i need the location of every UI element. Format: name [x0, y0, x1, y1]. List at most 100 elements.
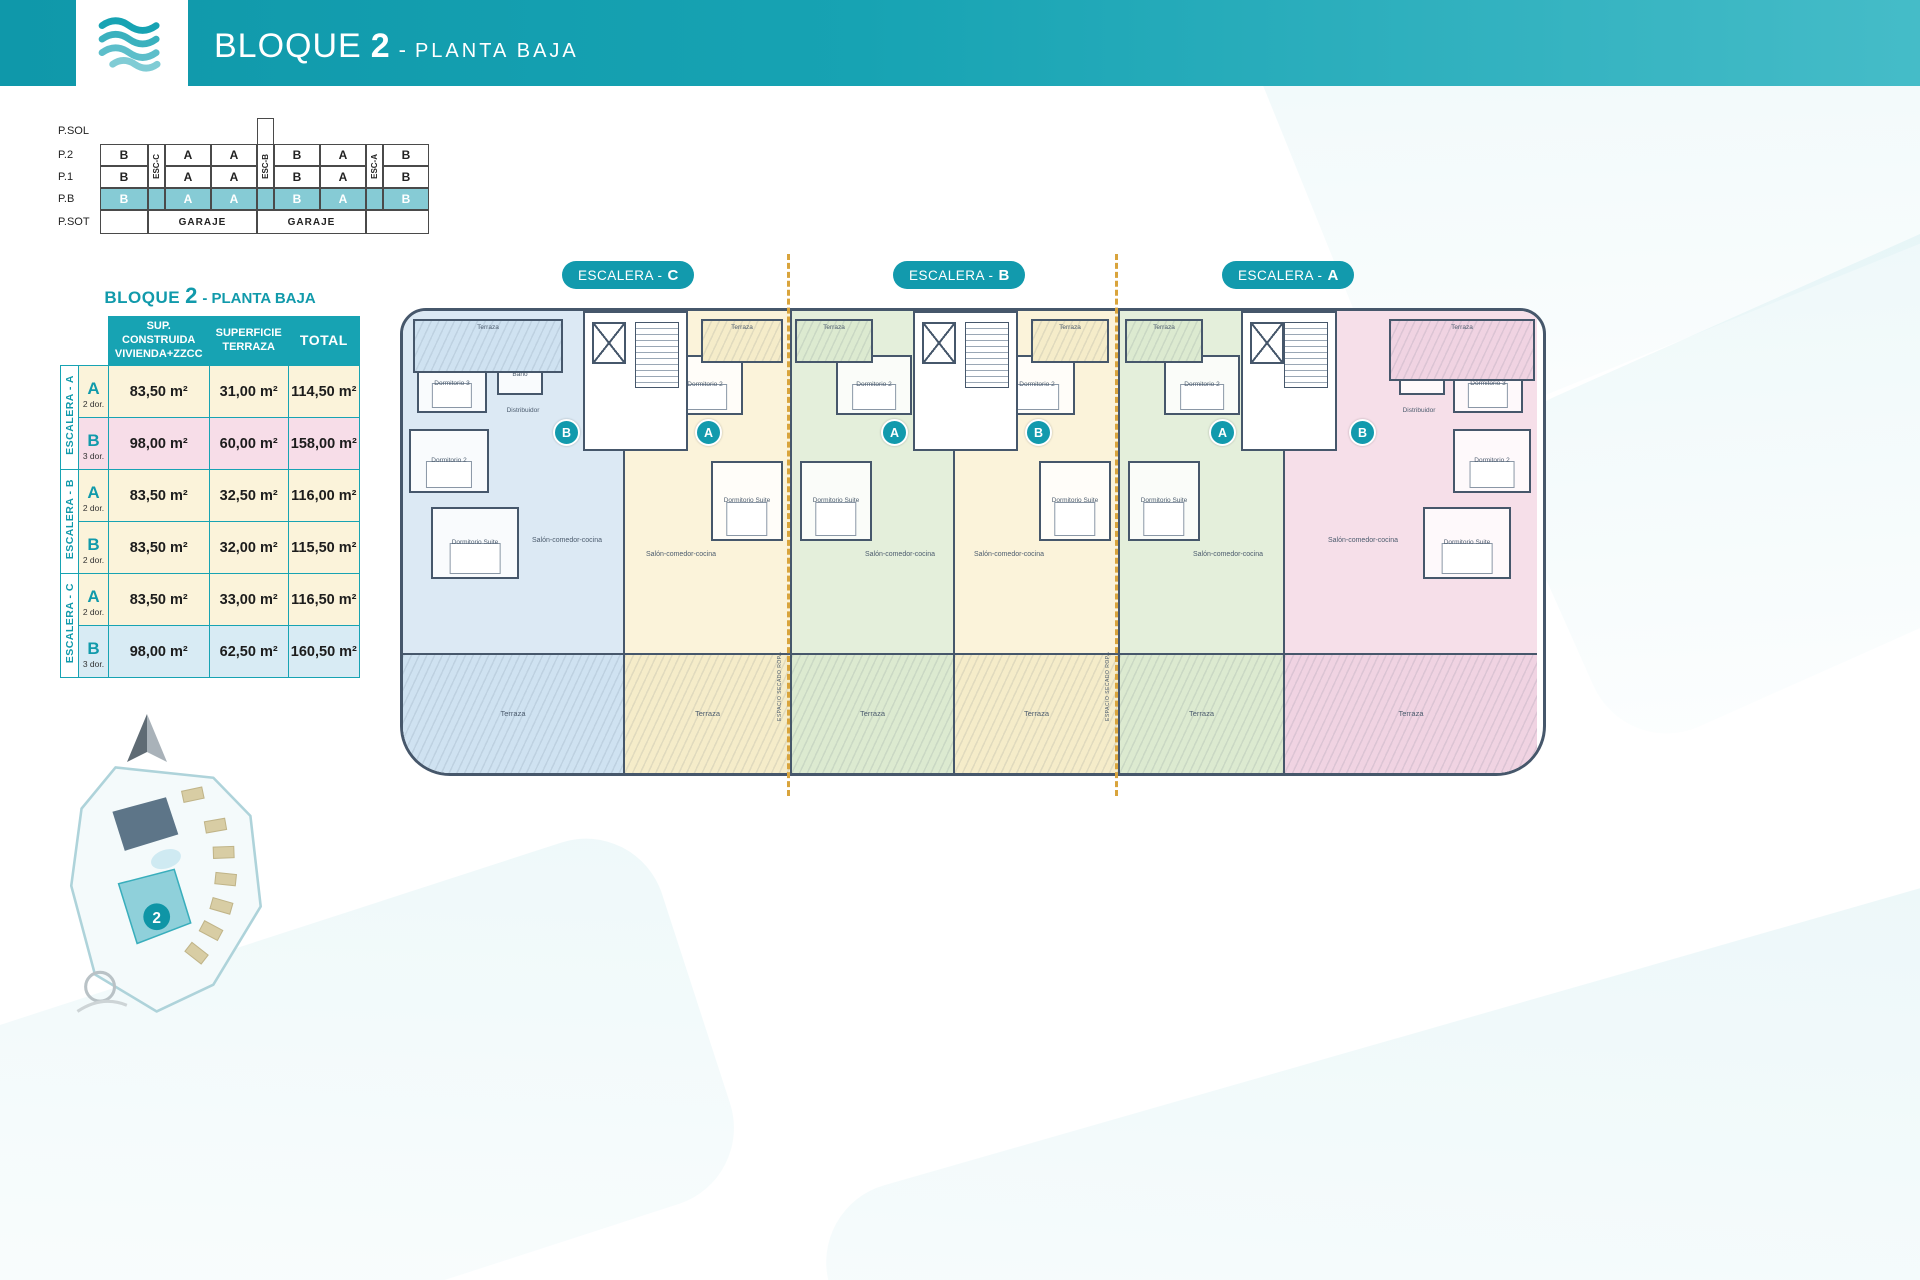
unit-badge-c-b: B — [553, 419, 580, 446]
stack-esc-b: ESC-B — [257, 144, 274, 188]
table-title-word: BLOQUE — [104, 288, 181, 307]
room-label-salon: Salón-comedor-cocina — [531, 537, 603, 544]
garaje-label-right: GARAJE — [257, 210, 366, 234]
construida-value: 83,50 m² — [107, 365, 210, 418]
stack-unit-highlighted: B — [100, 188, 148, 210]
unit-badge-a-a: A — [1209, 419, 1236, 446]
stairs-icon — [635, 322, 679, 388]
top-terrace-pink: Terraza — [1389, 319, 1535, 381]
unit-badge-a-b: B — [1349, 419, 1376, 446]
room-dormitorio-suite: Dormitorio Suite — [1423, 507, 1511, 579]
room-label-salon: Salón-comedor-cocina — [1327, 537, 1399, 544]
stack-unit: A — [165, 144, 211, 166]
stack-unit: B — [383, 166, 429, 188]
terraza-value: 32,50 m² — [208, 469, 289, 522]
total-value: 115,50 m² — [287, 521, 361, 574]
stack-unit-highlighted: A — [320, 188, 366, 210]
room-dormitorio-suite: Dormitorio Suite — [1039, 461, 1111, 541]
total-value: 116,50 m² — [287, 573, 361, 626]
total-value: 116,00 m² — [287, 469, 361, 522]
terrace-c-a: Terraza — [625, 653, 790, 773]
total-value: 158,00 m² — [287, 417, 361, 470]
construida-value: 83,50 m² — [107, 573, 210, 626]
stack-basement-cell — [100, 210, 148, 234]
col-header-total: TOTAL — [287, 316, 361, 366]
unit-badge-b-a: A — [881, 419, 908, 446]
waves-logo-icon — [98, 17, 161, 72]
stack-unit: B — [274, 166, 320, 188]
terraza-value: 62,50 m² — [208, 625, 289, 678]
construida-value: 83,50 m² — [107, 521, 210, 574]
escalera-c-group-label: ESCALERA - C — [59, 573, 80, 678]
brand-logo — [76, 0, 188, 86]
room-label-distribuidor: Distribuidor — [506, 407, 540, 414]
site-plan: 2 — [58, 752, 276, 1035]
total-value: 114,50 m² — [287, 365, 361, 418]
stack-unit: A — [320, 144, 366, 166]
page-title: BLOQUE 2 - PLANTA BAJA — [214, 0, 579, 86]
svg-text:2: 2 — [152, 910, 161, 927]
stack-unit-highlighted: A — [211, 188, 257, 210]
unit-badge-c-a: A — [695, 419, 722, 446]
stack-unit: A — [165, 166, 211, 188]
room-dormitorio-2: Dormitorio 2 — [836, 355, 912, 415]
lift-shaft-overrun — [257, 118, 274, 144]
road-shape — [76, 999, 128, 1013]
stack-unit: B — [100, 144, 148, 166]
table-header-spacer — [61, 317, 109, 366]
site-plan-map: 2 — [69, 766, 262, 1013]
stack-unit-highlighted: B — [274, 188, 320, 210]
room-dormitorio-2: Dormitorio 2 — [1164, 355, 1240, 415]
stairs-icon — [965, 322, 1009, 388]
terrace-c-b: Terraza — [403, 653, 623, 773]
stack-unit-highlighted: B — [383, 188, 429, 210]
building-1-shape — [112, 797, 179, 851]
construida-value: 98,00 m² — [107, 417, 210, 470]
room-label-salon: Salón-comedor-cocina — [1192, 551, 1264, 558]
stack-esc-a: ESC-A — [366, 144, 383, 188]
stair-core-escalera-c — [583, 311, 688, 451]
terraza-value: 33,00 m² — [208, 573, 289, 626]
elevator-icon — [592, 322, 626, 364]
apartment-b-b: Dormitorio 2 Dormitorio Suite Salón-come… — [953, 311, 1118, 773]
col-header-terraza: SUPERFICIE TERRAZA — [208, 316, 289, 366]
top-terrace-cream: Terraza — [1031, 319, 1109, 363]
unit-badge-b-b: B — [1025, 419, 1052, 446]
table-title-number: 2 — [185, 283, 198, 308]
terrace-a-b: Terraza — [1285, 653, 1537, 773]
floor-plan: Dormitorio 3 Baño Dormitorio 2 Dormitori… — [400, 308, 1546, 776]
table-title-suffix: - PLANTA BAJA — [202, 290, 316, 307]
stair-core-escalera-a — [1241, 311, 1337, 451]
stack-unit: A — [211, 144, 257, 166]
room-dormitorio-suite: Dormitorio Suite — [431, 507, 519, 579]
room-dormitorio-suite: Dormitorio Suite — [711, 461, 783, 541]
construida-value: 83,50 m² — [107, 469, 210, 522]
escalera-a-group-label: ESCALERA - A — [59, 365, 80, 470]
stack-unit-highlighted — [148, 188, 165, 210]
stack-unit: B — [274, 144, 320, 166]
room-label-salon: Salón-comedor-cocina — [973, 551, 1045, 558]
col-header-construida: SUP. CONSTRUIDA VIVIENDA+ZZCC — [107, 316, 210, 366]
secado-ropa-label: ESPACIO SECADO ROPA — [777, 651, 783, 721]
total-value: 160,50 m² — [287, 625, 361, 678]
stairs-icon — [1284, 322, 1328, 388]
title-floor-name: PLANTA BAJA — [414, 40, 579, 62]
terrace-a-a: Terraza — [1120, 653, 1283, 773]
room-dormitorio-suite: Dormitorio Suite — [800, 461, 872, 541]
title-dash: - — [398, 37, 406, 62]
apartment-c-a: Dormitorio 2 Dormitorio Suite Salón-come… — [623, 311, 790, 773]
room-dormitorio-2: Dormitorio 2 — [409, 429, 489, 493]
title-word: BLOQUE — [214, 27, 362, 65]
terrace-b-b: Terraza — [955, 653, 1118, 773]
